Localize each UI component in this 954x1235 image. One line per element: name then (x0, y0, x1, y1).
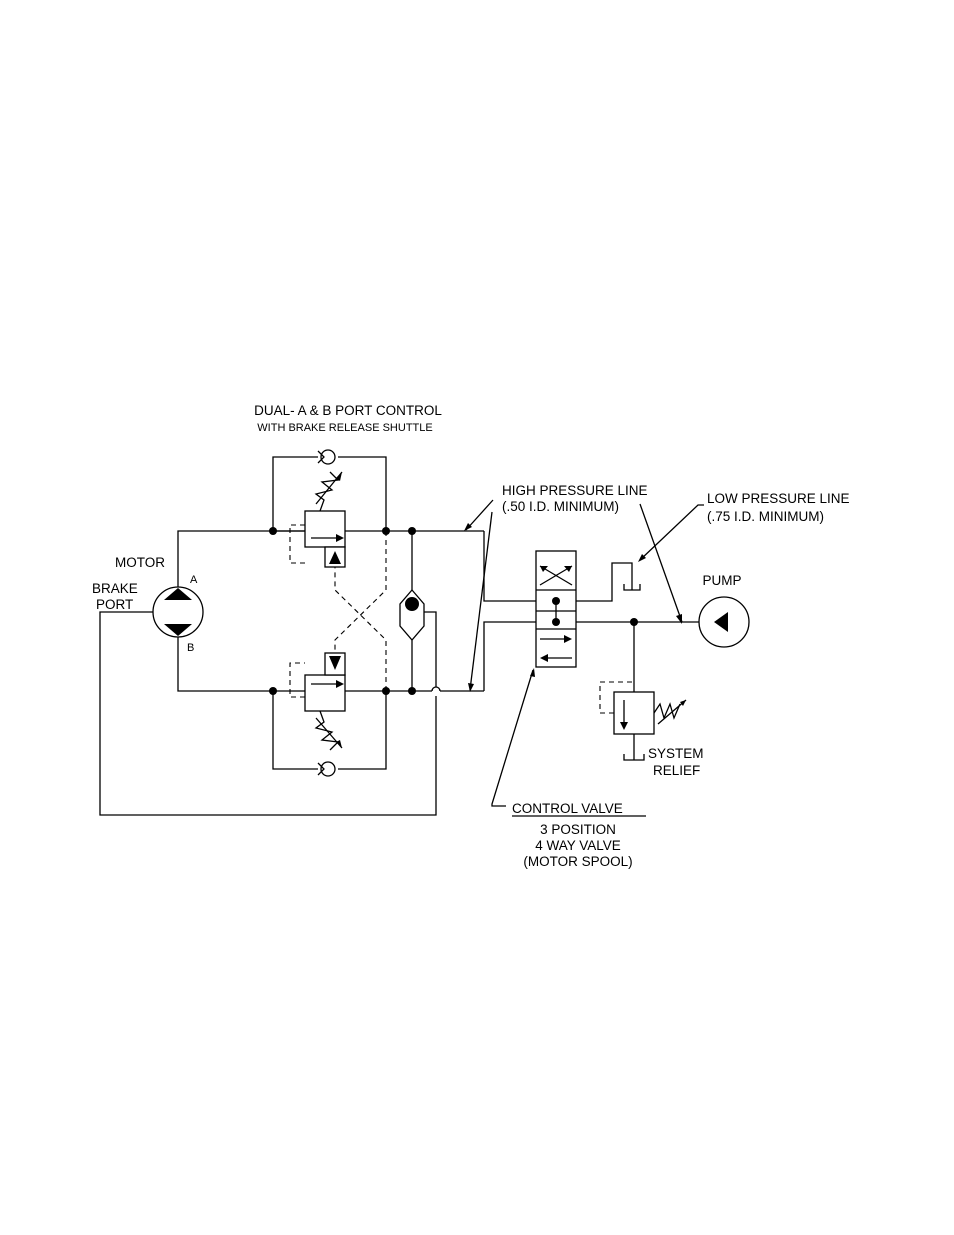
bottom-counterbalance-valve (273, 653, 386, 776)
pump-symbol (699, 597, 749, 647)
high-pressure-label-line1: HIGH PRESSURE LINE (502, 483, 648, 498)
control-valve-label: CONTROL VALVE (512, 801, 623, 816)
title-line2: WITH BRAKE RELEASE SHUTTLE (257, 422, 432, 434)
title-line1: DUAL- A & B PORT CONTROL (254, 403, 442, 418)
system-relief-label-line1: SYSTEM (648, 746, 704, 761)
top-counterbalance-valve (273, 450, 386, 567)
low-pressure-tank-line (576, 563, 632, 601)
line-a-to-valve (484, 531, 536, 601)
brake-port-label-line2: PORT (96, 597, 133, 612)
brake-port-label-line1: BRAKE (92, 581, 138, 596)
low-pressure-label-line1: LOW PRESSURE LINE (707, 491, 850, 506)
pump-label: PUMP (702, 573, 741, 588)
high-pressure-label-line2: (.50 I.D. MINIMUM) (502, 499, 619, 514)
valve-desc-line2: 4 WAY VALVE (535, 838, 621, 853)
valve-desc-line1: 3 POSITION (540, 822, 616, 837)
motor-symbol (153, 587, 203, 637)
low-pressure-label-line2: (.75 I.D. MINIMUM) (707, 509, 824, 524)
port-a-label: A (190, 574, 198, 586)
port-b-label: B (187, 642, 194, 654)
brake-release-shuttle (400, 531, 436, 691)
control-valve-leader (492, 668, 535, 806)
valve-desc-line3: (MOTOR SPOOL) (523, 854, 632, 869)
system-relief-valve (600, 622, 686, 760)
motor-label: MOTOR (115, 555, 165, 570)
control-valve (536, 551, 576, 667)
line-b-to-valve (484, 622, 536, 691)
low-pressure-leader (638, 505, 704, 562)
system-relief-label-line2: RELIEF (653, 763, 700, 778)
